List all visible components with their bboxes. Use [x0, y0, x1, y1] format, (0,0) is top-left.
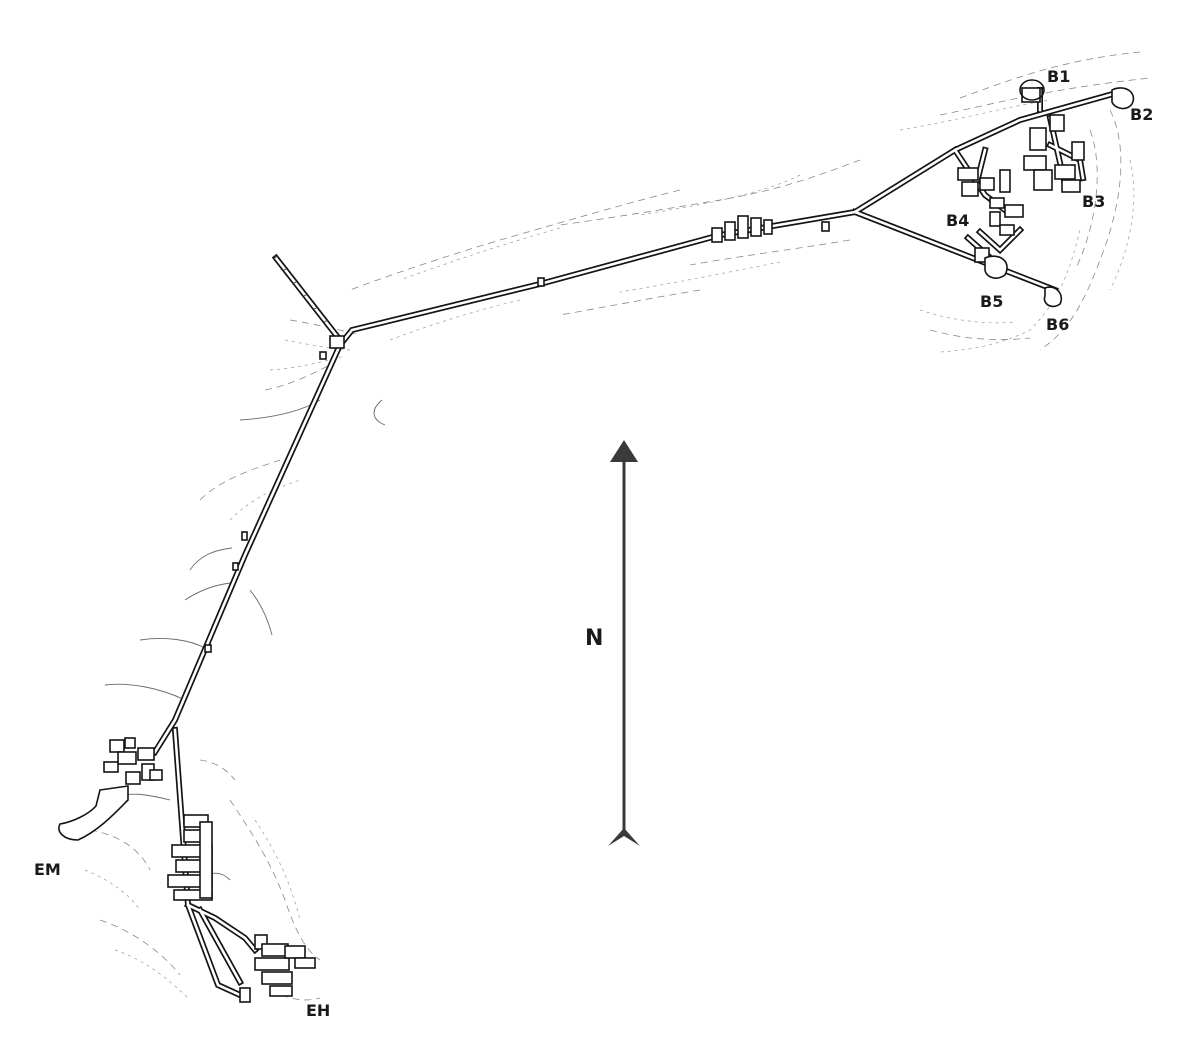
site-label-b6: B6: [1046, 315, 1069, 334]
north-arrow-head: [610, 440, 638, 462]
site-label-b2: B2: [1130, 105, 1153, 124]
site-label-b5: B5: [980, 292, 1003, 311]
north-arrow-tail: [608, 828, 640, 846]
terrain-contours: [84, 51, 1151, 1001]
site-label-em: EM: [34, 860, 61, 879]
site-label-eh: EH: [306, 1001, 330, 1020]
tunnel-network: [58, 79, 1135, 1003]
north-label: N: [585, 626, 603, 651]
site-label-b1: B1: [1047, 67, 1070, 86]
site-label-b3: B3: [1082, 192, 1105, 211]
north-arrow: N: [585, 440, 640, 846]
site-label-b4: B4: [946, 211, 969, 230]
site-labels: B1 B2 B3 B4 B5 B6 EM EH: [34, 67, 1153, 1020]
